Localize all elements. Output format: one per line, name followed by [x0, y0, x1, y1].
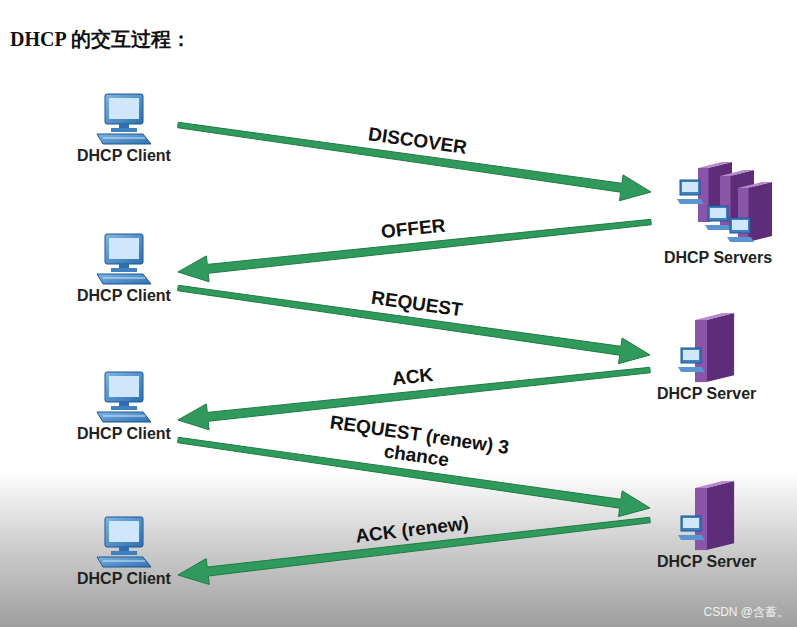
watermark: CSDN @含蓄。	[703, 604, 789, 621]
host-node: DHCP Client	[74, 92, 174, 165]
host-node: DHCP Server	[654, 480, 759, 571]
message-label: ACK	[391, 364, 434, 389]
arrow-shape	[178, 122, 651, 200]
arrow-shape	[178, 285, 650, 363]
computer-icon	[93, 370, 155, 424]
host-node: DHCP Client	[74, 515, 174, 588]
server-cluster-icon	[658, 160, 778, 248]
message-label: OFFER	[380, 215, 446, 243]
host-label: DHCP Client	[74, 424, 174, 443]
diagram-title: DHCP 的交互过程：	[10, 26, 191, 53]
computer-icon	[93, 92, 155, 146]
host-label: DHCP Client	[74, 286, 174, 305]
message-arrow	[178, 122, 651, 200]
message-arrow	[178, 285, 650, 363]
host-label: DHCP Server	[654, 552, 759, 571]
host-node: DHCP Servers	[655, 160, 781, 267]
host-label: DHCP Client	[74, 146, 174, 165]
host-label: DHCP Servers	[655, 248, 781, 267]
host-label: DHCP Client	[74, 569, 174, 588]
computer-icon	[93, 515, 155, 569]
server-icon	[677, 312, 737, 384]
host-node: DHCP Client	[74, 370, 174, 443]
server-icon	[677, 480, 737, 552]
host-label: DHCP Server	[654, 384, 759, 403]
computer-icon	[93, 232, 155, 286]
host-node: DHCP Client	[74, 232, 174, 305]
host-node: DHCP Server	[654, 312, 759, 403]
